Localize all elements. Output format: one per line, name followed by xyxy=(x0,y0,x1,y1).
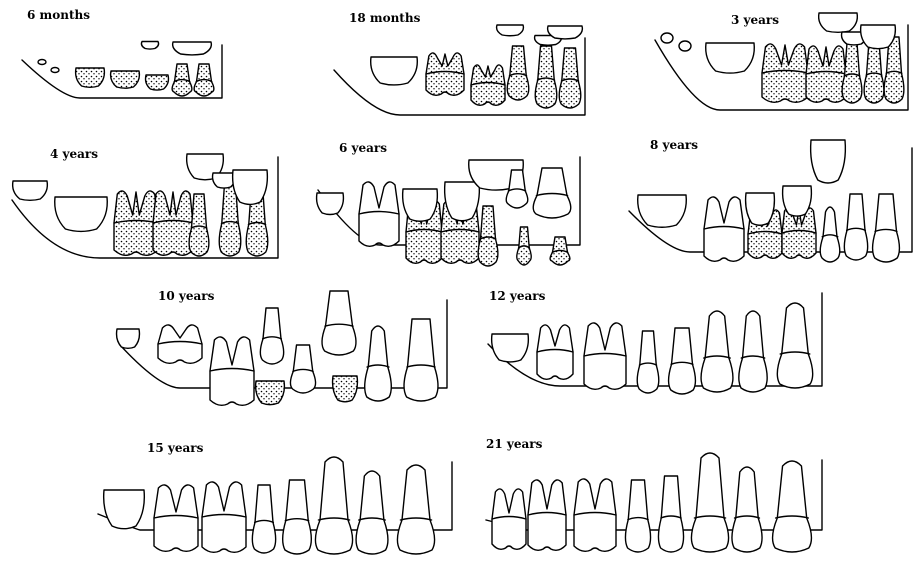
tooth-bud xyxy=(256,381,285,405)
tooth-bud xyxy=(638,195,687,227)
tooth xyxy=(404,319,438,401)
molar-tooth xyxy=(158,325,202,363)
molar-tooth xyxy=(584,323,626,389)
stage-3-years xyxy=(655,13,908,110)
tooth xyxy=(732,467,762,552)
tooth-bud xyxy=(371,57,418,85)
tooth xyxy=(842,43,862,103)
tooth-bud xyxy=(317,193,344,215)
molar-tooth xyxy=(202,482,246,552)
molar-tooth xyxy=(704,197,744,261)
tooth xyxy=(365,326,392,401)
tooth-bud xyxy=(861,25,896,49)
molar-tooth xyxy=(537,325,573,379)
tooth xyxy=(691,453,728,552)
tooth-bud xyxy=(548,26,583,39)
tooth-bud xyxy=(104,490,145,529)
tooth-bud xyxy=(173,42,212,55)
molar-tooth xyxy=(492,489,526,549)
tooth xyxy=(322,291,356,355)
tooth-bud xyxy=(146,75,169,90)
tooth-bud xyxy=(706,43,755,73)
tooth xyxy=(864,41,884,103)
tooth xyxy=(283,480,312,554)
tooth xyxy=(658,476,683,552)
tooth-bud xyxy=(111,71,140,88)
tooth-bud xyxy=(13,181,48,200)
crypt xyxy=(38,60,46,65)
tooth-bud xyxy=(492,334,529,362)
tooth-bud xyxy=(445,182,480,221)
tooth-bud xyxy=(141,42,158,50)
tooth-bud xyxy=(497,25,524,36)
stage-15-years xyxy=(98,457,452,554)
molar-tooth xyxy=(528,480,566,550)
crypt xyxy=(661,33,673,43)
tooth xyxy=(478,206,498,266)
crypt xyxy=(51,68,59,73)
stage-18-months xyxy=(334,25,585,115)
molar-tooth xyxy=(154,485,198,551)
molar-tooth xyxy=(426,53,464,95)
molar-tooth xyxy=(210,337,254,405)
stage-4-years xyxy=(12,154,278,258)
tooth xyxy=(356,471,388,554)
stage-8-years xyxy=(629,140,912,262)
tooth xyxy=(773,461,812,552)
tooth-bud xyxy=(76,68,105,87)
tooth xyxy=(669,328,696,394)
molar-tooth xyxy=(153,191,193,255)
tooth-bud xyxy=(333,376,358,402)
molar-tooth xyxy=(114,191,158,255)
molar-tooth xyxy=(359,182,399,246)
tooth xyxy=(535,46,557,108)
tooth-bud xyxy=(233,170,268,204)
molar-tooth xyxy=(574,479,616,551)
molar-tooth xyxy=(806,46,846,102)
tooth-bud xyxy=(783,186,812,216)
stage-6-months xyxy=(22,42,222,99)
tooth xyxy=(397,465,434,554)
tooth-bud xyxy=(746,193,775,225)
tooth xyxy=(189,194,209,256)
tooth xyxy=(315,457,352,554)
tooth-bud xyxy=(811,140,846,183)
tooth-bud xyxy=(117,329,140,348)
crypt xyxy=(679,41,691,51)
tooth-bud xyxy=(403,189,438,221)
tooth xyxy=(739,311,767,392)
stage-12-years xyxy=(488,293,822,394)
tooth xyxy=(252,485,275,553)
tooth-bud xyxy=(819,13,858,32)
tooth-bud xyxy=(55,197,108,231)
tooth xyxy=(637,331,659,393)
tooth xyxy=(844,194,867,260)
tooth xyxy=(873,194,900,262)
jaw-outline xyxy=(98,462,452,530)
tooth xyxy=(701,311,733,392)
tooth xyxy=(625,480,650,552)
molar-tooth xyxy=(471,65,505,105)
stage-10-years xyxy=(117,291,447,405)
stage-21-years xyxy=(486,453,822,552)
tooth xyxy=(559,48,581,108)
tooth xyxy=(260,308,283,364)
stage-6-years xyxy=(317,157,580,266)
tooth xyxy=(777,303,812,388)
molar-tooth xyxy=(762,44,808,102)
